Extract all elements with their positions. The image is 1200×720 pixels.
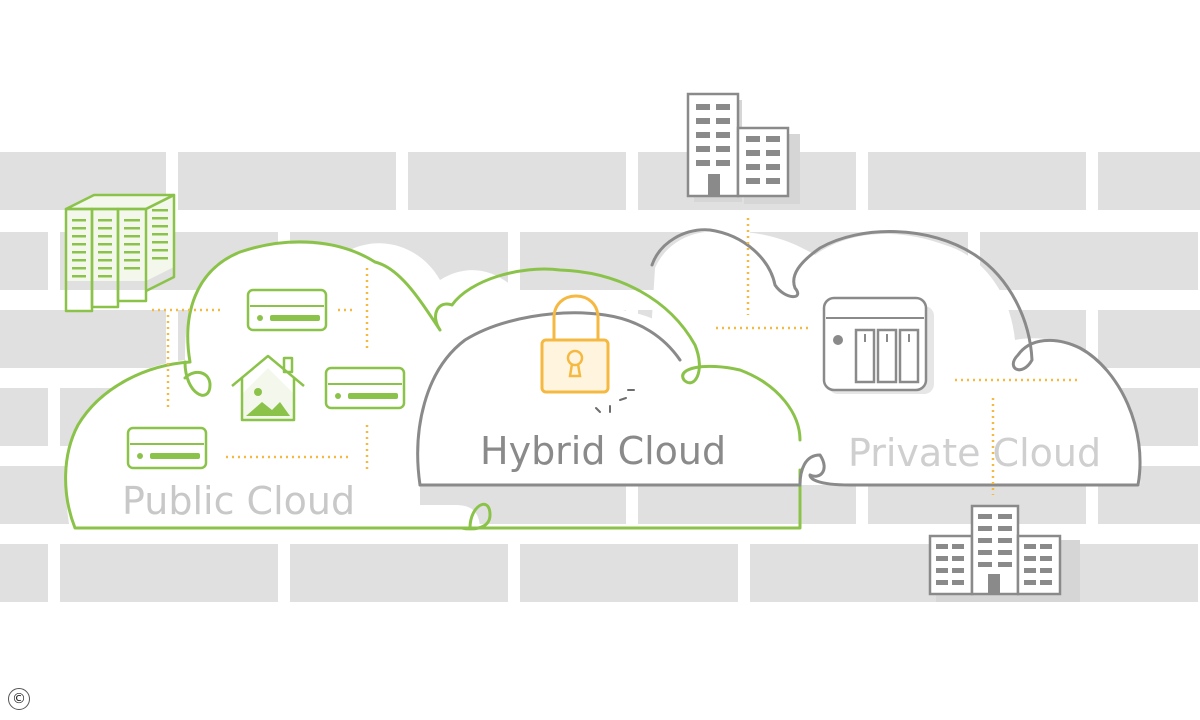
brick	[0, 310, 166, 368]
brick	[980, 232, 1198, 290]
nas-storage-icon	[822, 296, 934, 394]
brick	[178, 152, 396, 210]
server-unit-icon	[324, 366, 406, 410]
office-building-icon	[686, 92, 800, 204]
dotted-connectors	[152, 218, 1080, 495]
brick	[408, 152, 626, 210]
cloud-outlines	[64, 228, 1142, 531]
hybrid-cloud-label: Hybrid Cloud	[480, 429, 727, 473]
public-cloud-label: Public Cloud	[122, 479, 356, 523]
padlock-icon	[540, 294, 635, 413]
brick	[868, 152, 1086, 210]
brick	[0, 388, 48, 446]
brick	[290, 544, 508, 602]
brick	[1098, 152, 1200, 210]
copyright-icon: ©	[8, 688, 30, 710]
brick	[0, 232, 48, 290]
office-building-icon	[928, 504, 1080, 602]
hybrid-cloud-outline	[418, 228, 1142, 487]
server-rack-icon	[64, 193, 176, 313]
public-cloud-outline	[64, 240, 802, 530]
hybrid-cloud-left-arc	[416, 311, 682, 487]
brick	[0, 544, 48, 602]
brick	[520, 544, 738, 602]
public-cloud-bottom-loop	[460, 502, 492, 531]
hybrid-cloud-fill	[419, 305, 800, 485]
public-cloud-inner-loop	[183, 360, 212, 397]
brick	[1098, 310, 1200, 368]
brick	[60, 544, 278, 602]
home-photo-icon	[231, 354, 305, 422]
server-unit-icon	[126, 426, 208, 470]
server-unit-icon	[246, 288, 328, 332]
private-cloud-label: Private Cloud	[848, 431, 1102, 475]
